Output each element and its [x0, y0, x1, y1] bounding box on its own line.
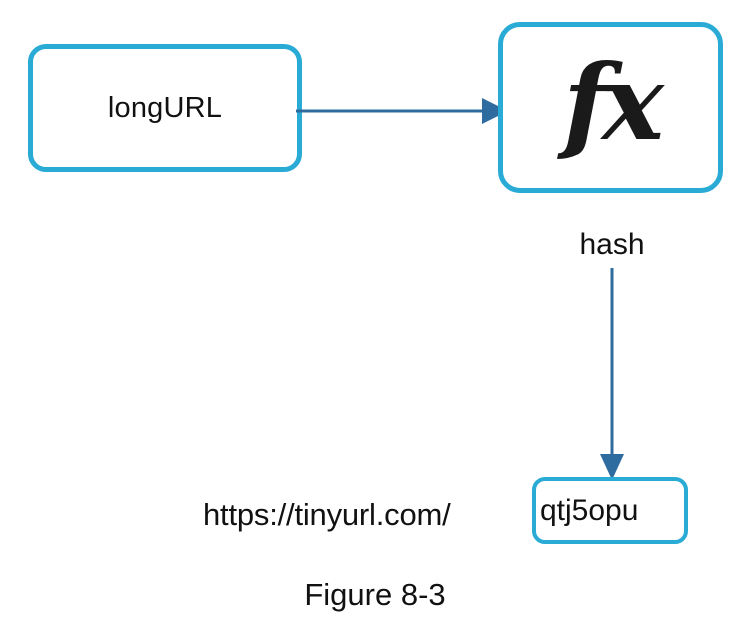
- longurl-to-fx-arrow: [296, 92, 508, 130]
- long-url-node-label: longURL: [107, 91, 223, 124]
- figure-caption: Figure 8-3: [304, 577, 446, 612]
- arrow-down-icon: [600, 268, 624, 480]
- fx-to-token-arrow: [592, 268, 634, 482]
- long-url-node[interactable]: longURL: [28, 44, 302, 172]
- short-url-prefix-label: https://tinyurl.com/: [203, 497, 451, 532]
- hash-edge-label: hash: [579, 228, 645, 261]
- short-hash-token-label: qtj5opu: [540, 493, 639, 527]
- hash-function-node[interactable]: fx: [498, 22, 723, 193]
- function-fx-icon: fx: [563, 41, 664, 165]
- arrow-right-icon: [296, 98, 508, 124]
- short-hash-token-node[interactable]: qtj5opu: [532, 477, 688, 544]
